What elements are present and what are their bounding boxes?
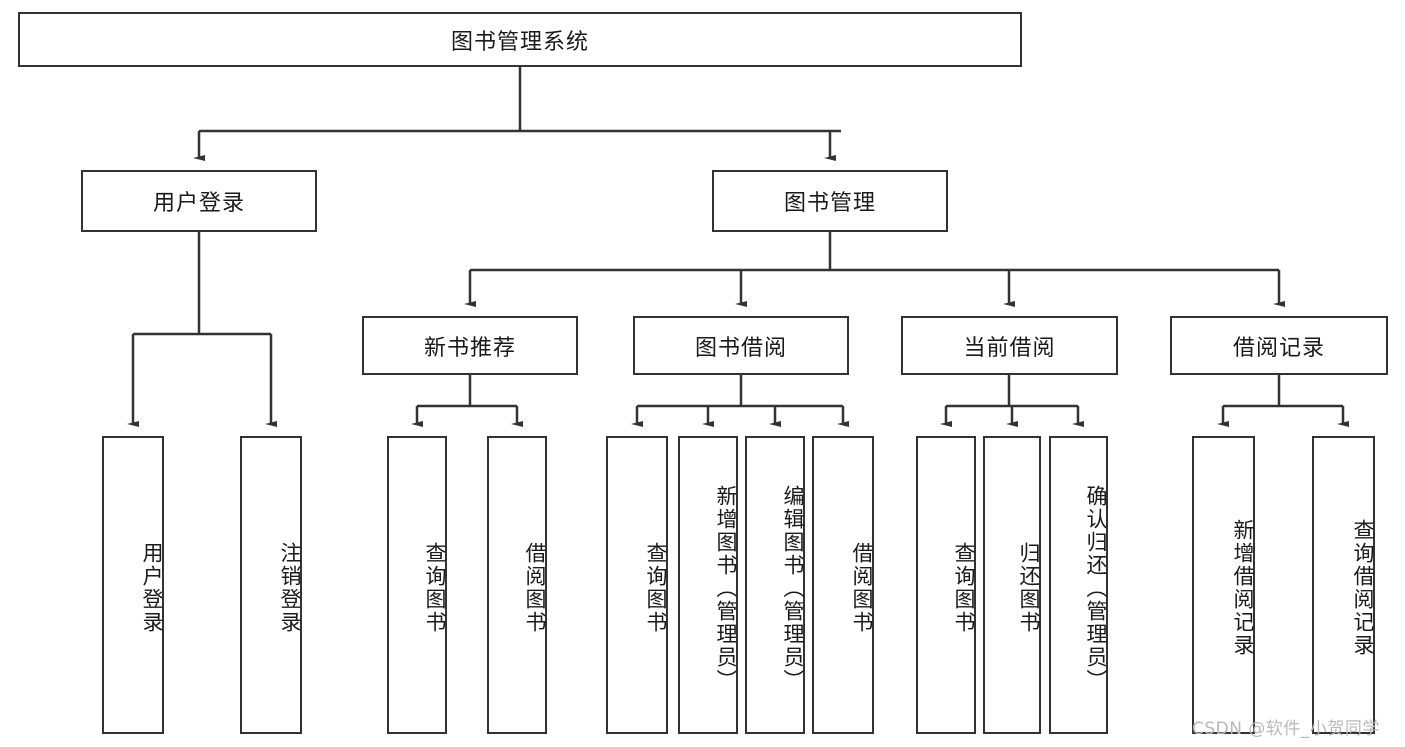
leaf-user-login-label: 用户登录 <box>140 542 164 634</box>
leaf-add-record[interactable]: 新增借阅记录 <box>1192 436 1255 734</box>
leaf-confirm-return-label: 确认归还（管理员） <box>1084 484 1108 692</box>
node-book-manage[interactable]: 图书管理 <box>712 170 948 232</box>
leaf-logout-label: 注销登录 <box>278 542 302 634</box>
node-user-login[interactable]: 用户登录 <box>81 170 317 232</box>
leaf-query-book-rec-label: 查询图书 <box>423 542 447 634</box>
leaf-borrow-book-rec-label: 借阅图书 <box>523 542 547 634</box>
leaf-query-book-borrow-label: 查询图书 <box>644 542 668 634</box>
leaf-add-book-label: 新增图书（管理员） <box>714 484 738 692</box>
leaf-borrow-book[interactable]: 借阅图书 <box>812 436 874 734</box>
leaf-logout[interactable]: 注销登录 <box>240 436 302 734</box>
node-root[interactable]: 图书管理系统 <box>18 12 1022 67</box>
csdn-watermark: CSDN @软件_小贺同学 <box>1192 719 1380 739</box>
node-new-book-rec[interactable]: 新书推荐 <box>362 316 578 375</box>
leaf-borrow-book-rec[interactable]: 借阅图书 <box>487 436 547 734</box>
leaf-query-book-cur[interactable]: 查询图书 <box>916 436 976 734</box>
node-current-borrow[interactable]: 当前借阅 <box>901 316 1118 375</box>
node-book-borrow-label: 图书借阅 <box>694 335 787 361</box>
node-borrow-record[interactable]: 借阅记录 <box>1170 316 1388 375</box>
leaf-query-book-borrow[interactable]: 查询图书 <box>606 436 668 734</box>
node-current-borrow-label: 当前借阅 <box>963 335 1056 361</box>
node-user-login-label: 用户登录 <box>152 191 245 216</box>
leaf-edit-book[interactable]: 编辑图书（管理员） <box>745 436 805 734</box>
node-new-book-rec-label: 新书推荐 <box>423 335 516 361</box>
node-book-borrow[interactable]: 图书借阅 <box>633 316 849 375</box>
leaf-return-book-label: 归还图书 <box>1017 542 1041 634</box>
leaf-query-record-label: 查询借阅记录 <box>1351 519 1375 657</box>
leaf-edit-book-label: 编辑图书（管理员） <box>781 484 805 692</box>
leaf-borrow-book-label: 借阅图书 <box>850 542 874 634</box>
node-borrow-record-label: 借阅记录 <box>1232 335 1325 361</box>
leaf-return-book[interactable]: 归还图书 <box>983 436 1041 734</box>
leaf-query-book-rec[interactable]: 查询图书 <box>387 436 447 734</box>
leaf-add-record-label: 新增借阅记录 <box>1231 519 1255 657</box>
node-root-label: 图书管理系统 <box>450 29 589 55</box>
leaf-confirm-return[interactable]: 确认归还（管理员） <box>1049 436 1108 734</box>
leaf-query-book-cur-label: 查询图书 <box>952 542 976 634</box>
leaf-user-login[interactable]: 用户登录 <box>102 436 164 734</box>
node-book-manage-label: 图书管理 <box>783 191 876 216</box>
leaf-query-record[interactable]: 查询借阅记录 <box>1312 436 1375 734</box>
leaf-add-book[interactable]: 新增图书（管理员） <box>678 436 738 734</box>
